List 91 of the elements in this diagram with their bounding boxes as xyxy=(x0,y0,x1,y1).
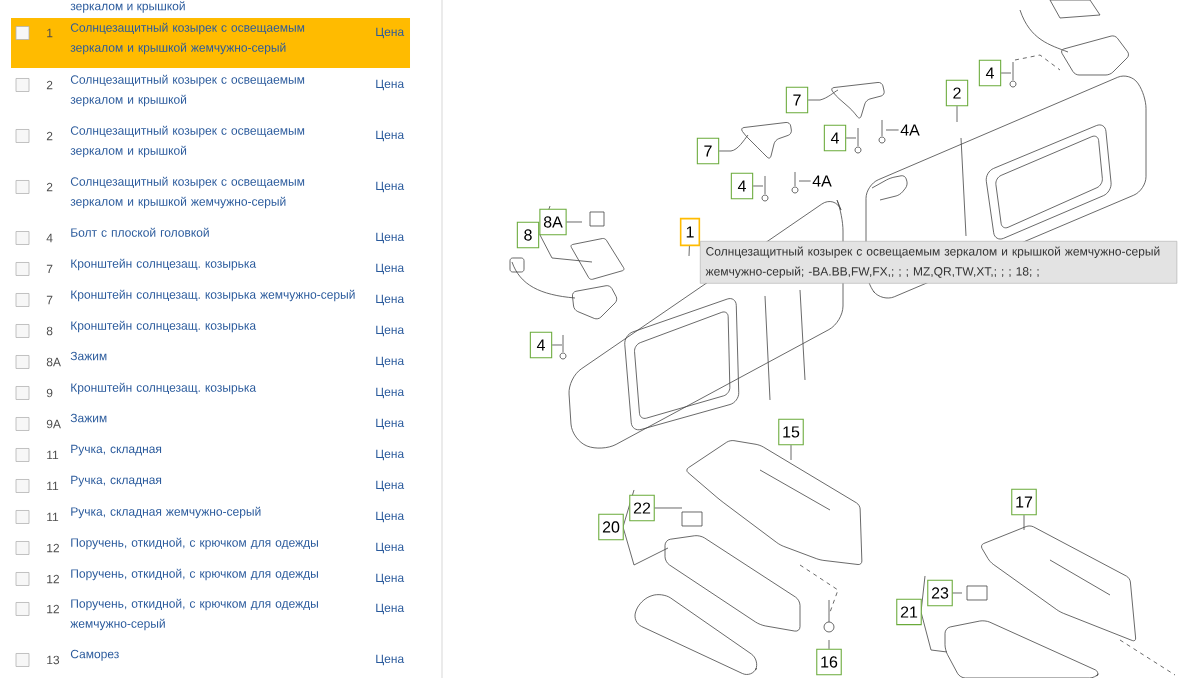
leader-line xyxy=(1023,514,1025,531)
part-number: 8 xyxy=(46,326,53,336)
callout-number: 21 xyxy=(896,598,922,626)
callout-number: 22 xyxy=(629,494,655,522)
part-number: 7 xyxy=(46,264,53,274)
callout-number: 4 xyxy=(823,124,847,152)
part-description: Солнцезащитный козырек с освещаемым зеркалом и крышкой xyxy=(70,125,305,158)
leader-line xyxy=(790,444,792,461)
callout-number: 15 xyxy=(778,418,804,446)
label: зеркалом и крышкой xyxy=(70,1,185,13)
part-number: 13 xyxy=(47,655,60,665)
part-description: Саморез xyxy=(70,649,119,661)
price-link: Цена xyxy=(376,573,405,585)
part-description: Зажим xyxy=(70,351,107,361)
part-description: Поручень, откидной, с крючком для одежды xyxy=(71,568,318,581)
callout-number: 2 xyxy=(945,79,969,107)
leader-line xyxy=(807,99,821,101)
part-number: 8A xyxy=(46,357,61,367)
part-description: Кронштейн солнцезащ. козырька xyxy=(71,382,257,395)
part-description: Ручка, складная xyxy=(71,444,162,456)
part-description: Солнцезащитный козырек с освещаемым зеркалом и крышкой жемчужно-серый xyxy=(70,22,305,55)
callout-number: 1 xyxy=(679,217,701,247)
leader-line xyxy=(566,221,583,223)
part-description: Солнцезащитный козырек с освещаемым зеркалом и крышкой xyxy=(70,74,305,107)
leader-line xyxy=(752,185,764,187)
price-link: Цена xyxy=(376,356,405,368)
callout-number: 8A xyxy=(539,208,567,236)
callout-number: 4 xyxy=(730,172,754,200)
leader-line xyxy=(654,507,683,509)
callout-number: 7 xyxy=(696,137,720,165)
part-number: 9 xyxy=(46,388,53,398)
callout-number: 4A xyxy=(812,175,832,187)
leader-line xyxy=(952,592,963,594)
callout-number: 20 xyxy=(598,513,624,541)
part-description: Болт с плоской головкой xyxy=(71,227,209,237)
price-link: Цена xyxy=(376,181,405,193)
leader-line xyxy=(956,105,958,123)
part-description: Кронштейн солнцезащ. козырька xyxy=(71,258,257,271)
price-link: Цена xyxy=(376,480,405,492)
callout-number: 17 xyxy=(1011,488,1037,516)
part-number: 11 xyxy=(47,450,59,460)
price-link: Цена xyxy=(376,603,405,615)
price-link: Цена xyxy=(376,232,405,244)
part-number: 7 xyxy=(46,295,53,305)
callout-number: 4A xyxy=(900,124,920,136)
part-number: 1 xyxy=(47,28,53,38)
price-link: Цена xyxy=(376,27,405,39)
price-link: Цена xyxy=(376,387,405,399)
part-description: Кронштейн солнцезащ. козырька жемчужно-серый xyxy=(71,289,355,302)
part-number: 2 xyxy=(46,131,53,141)
part-number: 12 xyxy=(47,604,59,614)
price-link: Цена xyxy=(376,263,405,275)
callout-number: 4 xyxy=(978,59,1002,87)
price-link: Цена xyxy=(376,511,405,523)
part-description: Кронштейн солнцезащ. козырька xyxy=(71,320,257,333)
price-link: Цена xyxy=(376,654,405,666)
callout-number: 7 xyxy=(785,86,809,114)
price-link: Цена xyxy=(376,449,405,461)
leader-line xyxy=(718,150,732,152)
price-link: Цена xyxy=(376,325,405,337)
part-number: 2 xyxy=(46,80,53,90)
part-number: 11 xyxy=(47,512,59,522)
part-description: Зажим xyxy=(70,413,107,423)
callout-number: 4 xyxy=(529,331,553,359)
part-number: 12 xyxy=(47,543,59,553)
part-description: Поручень, откидной, с крючком для одежды xyxy=(71,537,318,550)
price-link: Цена xyxy=(376,418,405,430)
leader-line xyxy=(885,129,899,131)
leader-line xyxy=(828,639,830,650)
leader-line xyxy=(551,344,563,346)
leader-line xyxy=(845,137,857,139)
part-description: Поручень, откидной, с крючком для одежды жемчужно-серый xyxy=(70,598,318,631)
leader-line xyxy=(688,245,690,257)
price-link: Цена xyxy=(376,542,405,554)
tooltip: Солнцезащитный козырек с освещаемым зеркалом и крышкой жемчужно-серый жемчужно-серый; -BA.BB,FW,FX,; ; ; MZ,QR,TW,XT,; ; ; 18; ; xyxy=(700,241,1178,284)
part-description: Ручка, складная жемчужно-серый xyxy=(71,506,261,519)
callout-number: 16 xyxy=(816,648,842,676)
callout-number: 23 xyxy=(927,579,953,607)
price-link: Цена xyxy=(376,294,405,306)
price-link: Цена xyxy=(376,79,405,91)
part-number: 11 xyxy=(47,481,59,491)
part-number: 9A xyxy=(46,419,61,429)
part-description: Солнцезащитный козырек с освещаемым зеркалом и крышкой жемчужно-серый xyxy=(70,176,305,209)
leader-line xyxy=(1000,72,1012,74)
part-description: Ручка, складная xyxy=(71,475,162,487)
leader-line xyxy=(798,180,811,182)
part-number: 2 xyxy=(46,182,53,192)
callout-number: 8 xyxy=(516,221,540,249)
part-number: 4 xyxy=(46,233,53,243)
price-link: Цена xyxy=(376,130,405,142)
part-number: 12 xyxy=(47,574,59,584)
